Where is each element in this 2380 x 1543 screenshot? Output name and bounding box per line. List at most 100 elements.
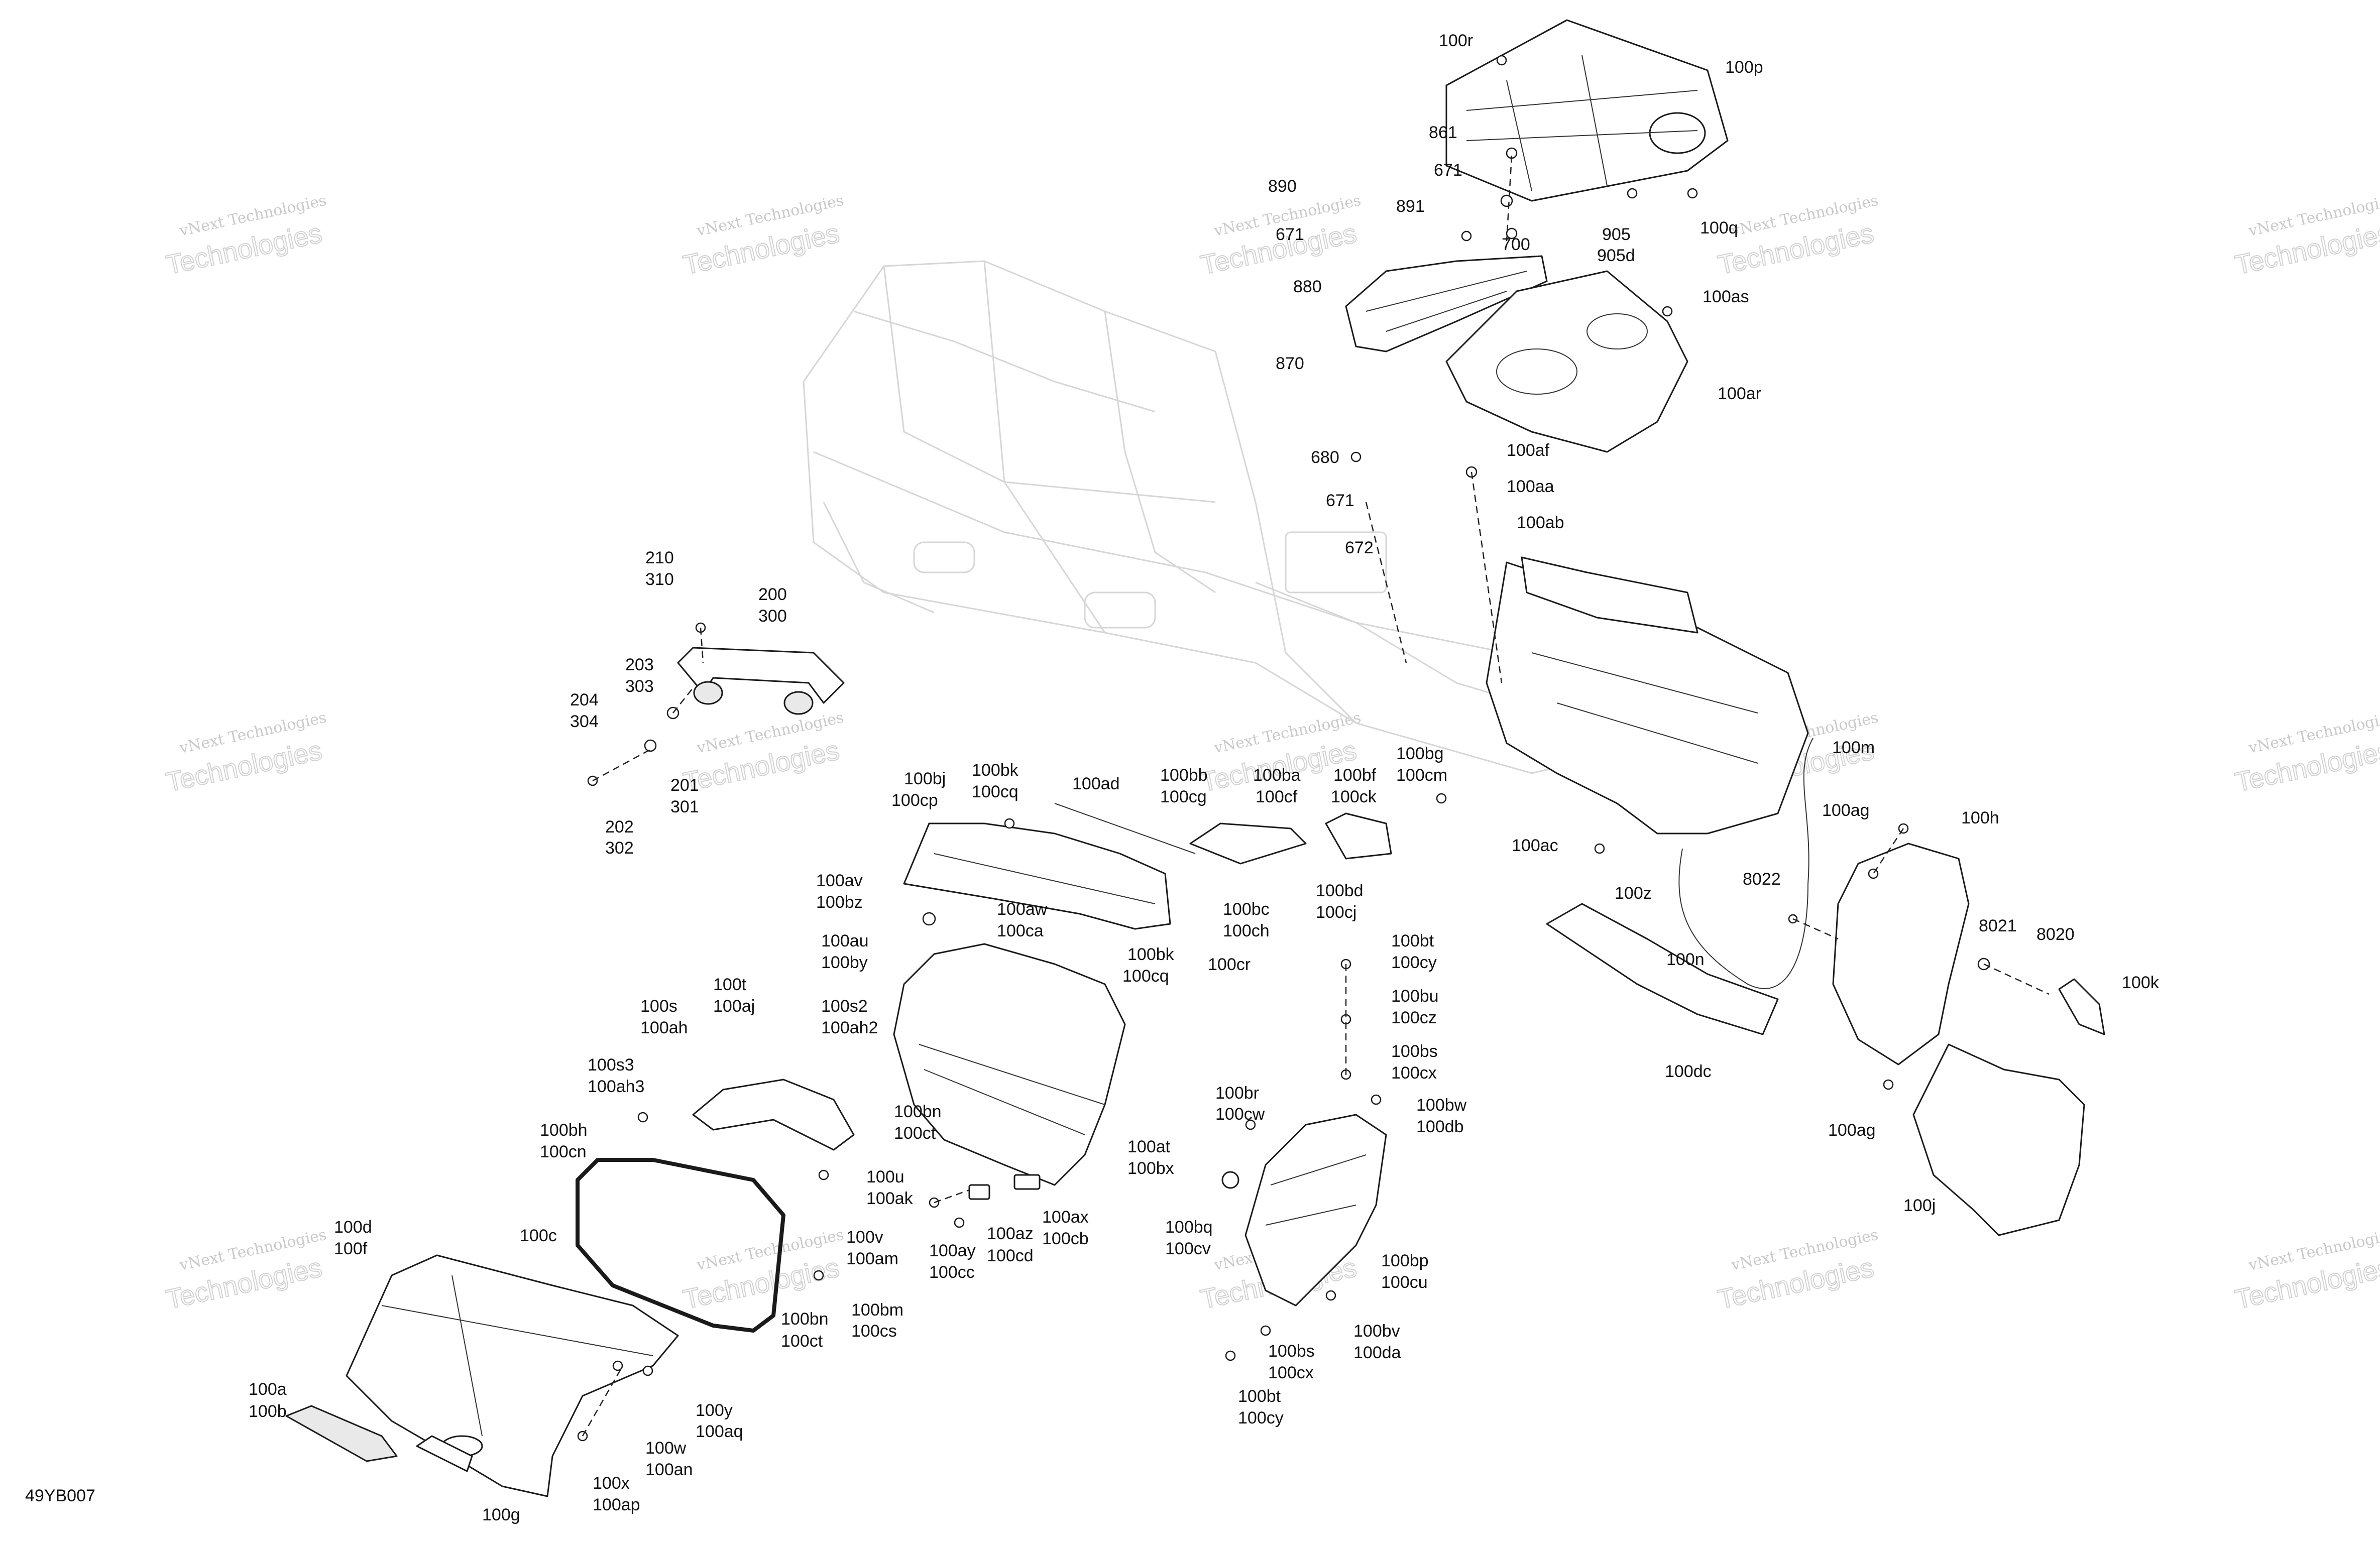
callout-100n: 100n xyxy=(1666,950,1705,969)
callout-100x: 100x xyxy=(593,1474,630,1493)
callout-200: 200 xyxy=(758,585,787,604)
callout-100cv: 100cv xyxy=(1165,1239,1211,1258)
callout-100bk: 100bk xyxy=(972,761,1019,780)
part-100ax-clip xyxy=(1013,1174,1041,1190)
callout-100ah2: 100ah2 xyxy=(821,1018,878,1037)
callout-680: 680 xyxy=(1311,448,1339,467)
callout-100bt: 100bt xyxy=(1391,931,1434,951)
callout-100ck: 100ck xyxy=(1331,787,1377,806)
callout-100cx: 100cx xyxy=(1268,1363,1314,1382)
callout-100bj: 100bj xyxy=(904,769,946,788)
callout-100u: 100u xyxy=(866,1167,904,1186)
callout-100bn: 100bn xyxy=(781,1310,829,1329)
callout-303: 303 xyxy=(625,677,654,696)
callout-100bw: 100bw xyxy=(1416,1096,1467,1115)
part-100p-cap xyxy=(1649,112,1706,154)
callout-700: 700 xyxy=(1502,235,1530,254)
callout-204: 204 xyxy=(570,690,599,709)
callout-100ah3: 100ah3 xyxy=(588,1077,644,1096)
callout-100ad: 100ad xyxy=(1072,774,1120,793)
callout-905: 905 xyxy=(1602,225,1631,244)
part-100p-cover xyxy=(1445,19,1729,202)
callout-891: 891 xyxy=(1396,197,1425,216)
callout-100cu: 100cu xyxy=(1381,1273,1428,1292)
callout-100g: 100g xyxy=(482,1505,520,1524)
callout-100cw: 100cw xyxy=(1215,1105,1265,1124)
callout-100cf: 100cf xyxy=(1256,787,1298,806)
callout-100s2: 100s2 xyxy=(821,997,868,1016)
callout-100w: 100w xyxy=(645,1439,687,1458)
callout-100aw: 100aw xyxy=(997,900,1048,919)
callout-100au: 100au xyxy=(821,931,869,951)
callout-100cx: 100cx xyxy=(1391,1063,1437,1083)
callout-8021: 8021 xyxy=(1979,916,2017,935)
watermark: vNext Technologies Technologies xyxy=(680,709,845,798)
callout-100cm: 100cm xyxy=(1396,766,1447,785)
watermark: vNext Technologies Technologies xyxy=(680,1226,845,1316)
callout-100ak: 100ak xyxy=(866,1189,914,1208)
watermark: vNext Technologies Technologies xyxy=(2232,1226,2380,1316)
part-100au-storage-bin xyxy=(893,943,1126,1186)
callout-100ba: 100ba xyxy=(1253,766,1301,785)
callout-100aq: 100aq xyxy=(696,1422,743,1441)
parts xyxy=(285,19,2105,1497)
callout-100as: 100as xyxy=(1703,287,1749,306)
callout-100bs: 100bs xyxy=(1268,1342,1315,1361)
callout-100bh: 100bh xyxy=(540,1121,588,1140)
callout-202: 202 xyxy=(605,817,634,837)
callout-100ag: 100ag xyxy=(1822,801,1870,820)
watermark: vNext Technologies Technologies xyxy=(163,709,328,798)
part-100bq-plug xyxy=(1221,1171,1239,1189)
callout-100ax: 100ax xyxy=(1042,1208,1089,1227)
callout-100cc: 100cc xyxy=(929,1263,975,1282)
callout-100bs: 100bs xyxy=(1391,1042,1438,1061)
callout-100d: 100d xyxy=(334,1218,372,1237)
callout-671: 671 xyxy=(1434,161,1462,180)
callout-100ac: 100ac xyxy=(1512,836,1558,855)
callout-100cg: 100cg xyxy=(1160,787,1207,806)
callout-100cq: 100cq xyxy=(1122,967,1169,986)
callout-100bg: 100bg xyxy=(1396,744,1444,763)
part-100j-tail-lower xyxy=(1912,1043,2085,1236)
callout-100cz: 100cz xyxy=(1391,1008,1437,1027)
part-200-foot-left xyxy=(693,681,723,705)
callout-100ab: 100ab xyxy=(1517,513,1564,532)
callout-100ct: 100ct xyxy=(894,1124,936,1143)
callout-100cj: 100cj xyxy=(1316,903,1356,922)
callout-201: 201 xyxy=(670,776,699,795)
callout-100bk: 100bk xyxy=(1127,945,1175,964)
part-100az-clip xyxy=(968,1184,990,1200)
callout-100az: 100az xyxy=(987,1224,1034,1243)
diagram-code: 49YB007 xyxy=(25,1486,95,1505)
part-100dc-flap xyxy=(1546,903,1779,1035)
callout-100cr: 100cr xyxy=(1208,955,1251,974)
callout-100cb: 100cb xyxy=(1042,1229,1089,1248)
callout-100j: 100j xyxy=(1903,1196,1936,1215)
callout-100at: 100at xyxy=(1127,1137,1171,1156)
watermark: vNext Technologies Technologies xyxy=(680,192,845,281)
callout-100z: 100z xyxy=(1615,884,1652,903)
watermark: vNext Technologies Technologies xyxy=(2232,709,2380,798)
callout-100h: 100h xyxy=(1961,808,1999,827)
callout-labels: 100r 100p 861 671 890 891 671 905 905d 7… xyxy=(25,31,2160,1524)
part-100bj-panel xyxy=(903,822,1171,930)
callout-100c: 100c xyxy=(520,1226,557,1245)
callout-100cy: 100cy xyxy=(1238,1408,1284,1428)
part-100s-strip xyxy=(692,1079,855,1151)
callout-100cy: 100cy xyxy=(1391,953,1437,972)
callout-100am: 100am xyxy=(846,1249,898,1268)
callout-100cd: 100cd xyxy=(987,1246,1034,1265)
callout-100ah: 100ah xyxy=(640,1018,688,1037)
callout-100ct: 100ct xyxy=(781,1332,823,1351)
callout-100b: 100b xyxy=(249,1402,287,1421)
callout-100bb: 100bb xyxy=(1160,766,1208,785)
watermark: vNext Technologies Technologies xyxy=(1715,1226,1880,1316)
part-100ba-bracket xyxy=(1189,822,1307,865)
callout-100t: 100t xyxy=(713,975,747,994)
callout-100bf: 100bf xyxy=(1333,766,1377,785)
callout-100q: 100q xyxy=(1700,218,1738,238)
part-100bf-latch xyxy=(1325,812,1392,860)
callout-100ag: 100ag xyxy=(1828,1121,1876,1140)
part-100ar-tray xyxy=(1445,270,1688,453)
callout-880: 880 xyxy=(1293,277,1322,296)
